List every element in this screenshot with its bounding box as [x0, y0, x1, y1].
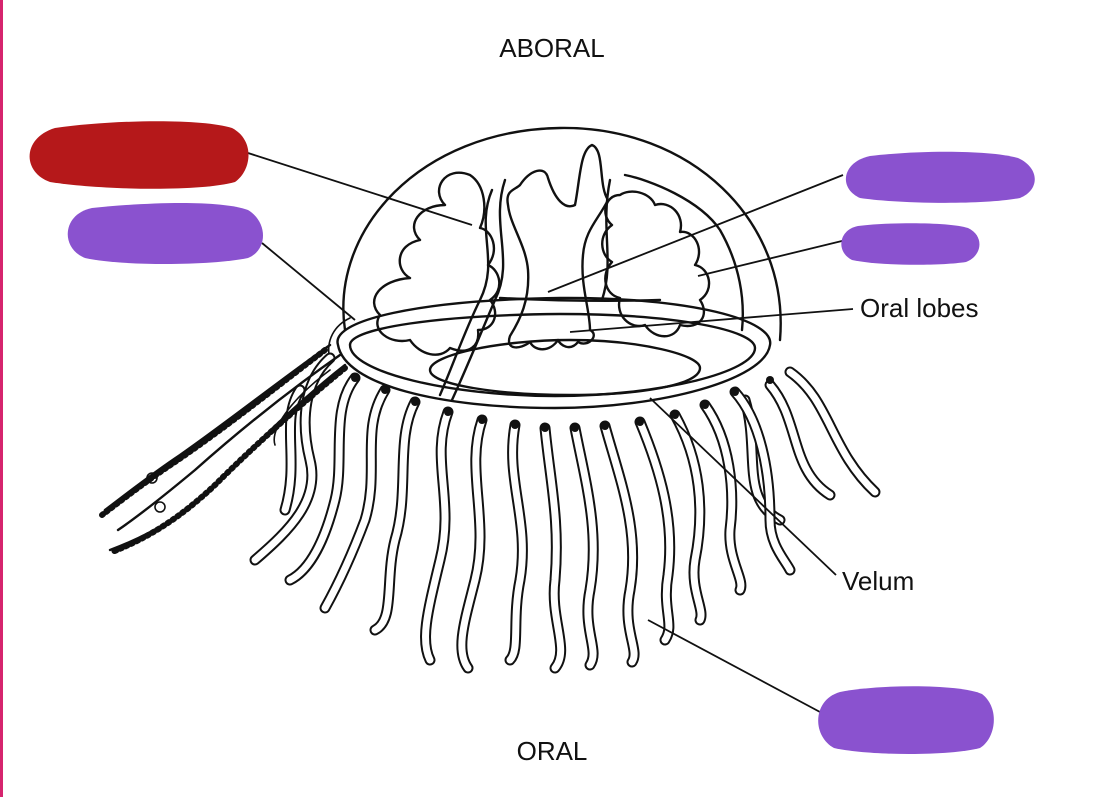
bell-margin: [336, 296, 772, 410]
redaction-purple-mid-right: [841, 223, 980, 265]
redaction-purple-left: [67, 203, 263, 264]
left-border: [0, 0, 3, 797]
velum-label: Velum: [842, 566, 914, 596]
aboral-label: ABORAL: [499, 33, 605, 63]
leader-lines: [247, 152, 854, 713]
manubrium: [506, 143, 610, 351]
redaction-red: [29, 121, 249, 189]
oral-label: ORAL: [517, 736, 588, 766]
redaction-marks: [29, 121, 1035, 754]
extended-tentacles: [99, 343, 348, 555]
bell-dome: [342, 126, 782, 342]
gonad-right: [601, 190, 711, 338]
tentacle-bulbs: [351, 374, 774, 432]
oral-lobes-label: Oral lobes: [860, 293, 979, 323]
redaction-purple-top-right: [845, 151, 1035, 203]
jellyfish-illustration: [99, 126, 881, 674]
redaction-purple-bottom-right: [818, 686, 994, 754]
front-tentacles: [249, 352, 796, 674]
